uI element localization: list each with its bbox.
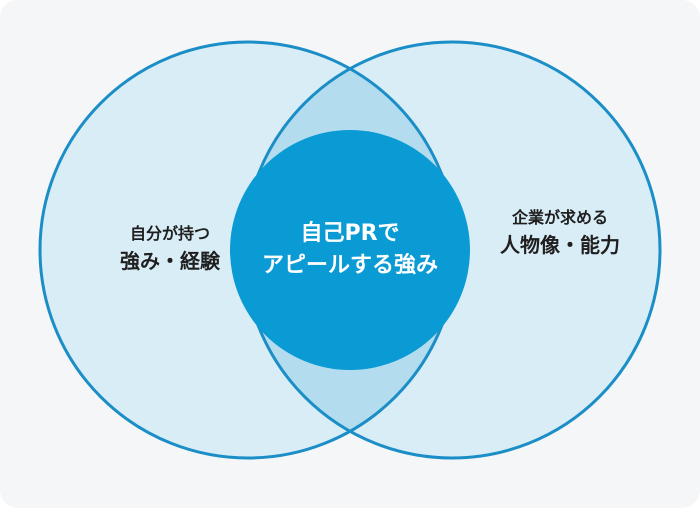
right-circle-label: 企業が求める 人物像・能力 — [460, 206, 660, 260]
left-circle-label-line2: 強み・経験 — [120, 249, 220, 273]
center-circle — [230, 130, 470, 370]
center-label-line2: アピールする強み — [261, 253, 438, 278]
left-circle-label: 自分が持つ 強み・経験 — [70, 222, 270, 276]
center-label-line1: 自己PRで — [300, 221, 400, 246]
left-circle-label-line1: 自分が持つ — [129, 224, 210, 243]
right-circle-label-line1: 企業が求める — [511, 208, 608, 227]
center-label: 自己PRで アピールする強み — [230, 218, 470, 282]
right-circle-label-line2: 人物像・能力 — [500, 233, 620, 257]
